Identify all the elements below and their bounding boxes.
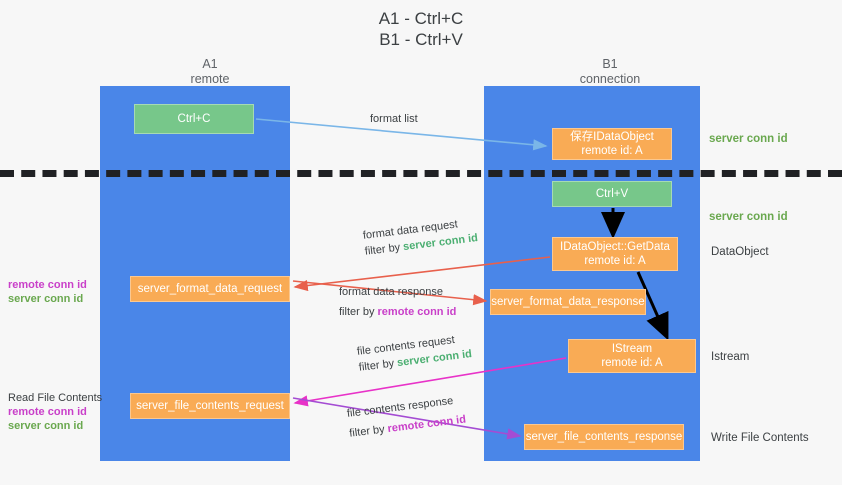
right-note-server-conn-id-2: server conn id (709, 211, 788, 223)
diagram-title: A1 - Ctrl+C B1 - Ctrl+V (0, 8, 842, 50)
node-ctrl-v[interactable]: Ctrl+V (552, 181, 672, 207)
right-note-dataobject: DataObject (711, 246, 769, 258)
left-note-conn-ids-1: remote conn id server conn id (8, 278, 87, 306)
node-save-idataobject-label: 保存IDataObject (570, 131, 654, 143)
node-istream-sub: remote id: A (601, 357, 663, 369)
left-note-1-server-conn-id: server conn id (8, 293, 84, 305)
node-server-file-contents-response[interactable]: server_file_contents_response (524, 424, 684, 450)
column-header-a1: A1 remote (120, 57, 300, 87)
edge-label-format-data-response-line2: filter by remote conn id (339, 304, 456, 320)
filter-value-remote-conn-id: remote conn id (386, 413, 467, 436)
column-header-b1: B1 connection (520, 57, 700, 87)
title-line-1: A1 - Ctrl+C (378, 9, 464, 28)
node-server-file-contents-request[interactable]: server_file_contents_request (130, 393, 290, 419)
node-getdata-sub: remote id: A (584, 255, 646, 267)
edge-label-format-list: format list (370, 111, 418, 127)
column-a1-name: A1 (202, 57, 218, 71)
right-note-write-file-contents: Write File Contents (711, 432, 809, 444)
left-note-read-file-contents: Read File Contents remote conn id server… (8, 391, 102, 433)
edge-label-format-data-response-line1: format data response (339, 286, 443, 298)
node-ctrl-c[interactable]: Ctrl+C (134, 104, 254, 134)
right-note-istream: Istream (711, 351, 750, 363)
edge-label-file-contents-response: file contents response filter by remote … (346, 392, 467, 442)
column-b1-name: B1 (602, 57, 618, 71)
phase-separator (0, 170, 842, 177)
node-istream[interactable]: IStream remote id: A (568, 339, 696, 373)
filter-prefix: filter by (339, 306, 378, 318)
node-idataobject-getdata[interactable]: IDataObject::GetData remote id: A (552, 237, 678, 271)
edge-label-format-list-text: format list (370, 113, 418, 125)
edge-label-format-data-response: format data response filter by remote co… (339, 284, 456, 320)
title-line-2: B1 - Ctrl+V (379, 30, 463, 49)
edge-label-format-data-request: format data request filter by server con… (362, 214, 479, 260)
node-server-format-data-request[interactable]: server_format_data_request (130, 276, 290, 302)
node-ctrl-c-label: Ctrl+C (177, 113, 211, 125)
node-server-format-data-request-label: server_format_data_request (137, 283, 283, 295)
right-note-server-conn-id-1: server conn id (709, 133, 788, 145)
node-istream-label: IStream (611, 343, 653, 355)
node-server-file-contents-request-label: server_file_contents_request (136, 400, 284, 412)
column-b1-sub: connection (579, 72, 641, 86)
node-server-format-data-response[interactable]: server_format_data_response (490, 289, 646, 315)
left-note-2-remote-conn-id: remote conn id (8, 406, 87, 418)
node-getdata-label: IDataObject::GetData (560, 241, 670, 253)
node-ctrl-v-label: Ctrl+V (595, 188, 629, 200)
node-save-idataobject[interactable]: 保存IDataObject remote id: A (552, 128, 672, 160)
column-a1-sub: remote (190, 72, 230, 86)
edge-label-file-contents-request: file contents request filter by server c… (356, 330, 473, 376)
node-save-idataobject-sub: remote id: A (581, 145, 643, 157)
node-server-format-data-response-label: server_format_data_response (491, 296, 645, 308)
filter-prefix: filter by (364, 241, 404, 258)
left-note-2-title: Read File Contents (8, 392, 103, 404)
node-server-file-contents-response-label: server_file_contents_response (525, 431, 683, 443)
filter-prefix: filter by (358, 357, 398, 374)
left-note-1-remote-conn-id: remote conn id (8, 279, 87, 291)
filter-value-remote-conn-id: remote conn id (377, 306, 457, 318)
left-note-2-server-conn-id: server conn id (8, 420, 84, 432)
filter-prefix: filter by (348, 423, 389, 440)
